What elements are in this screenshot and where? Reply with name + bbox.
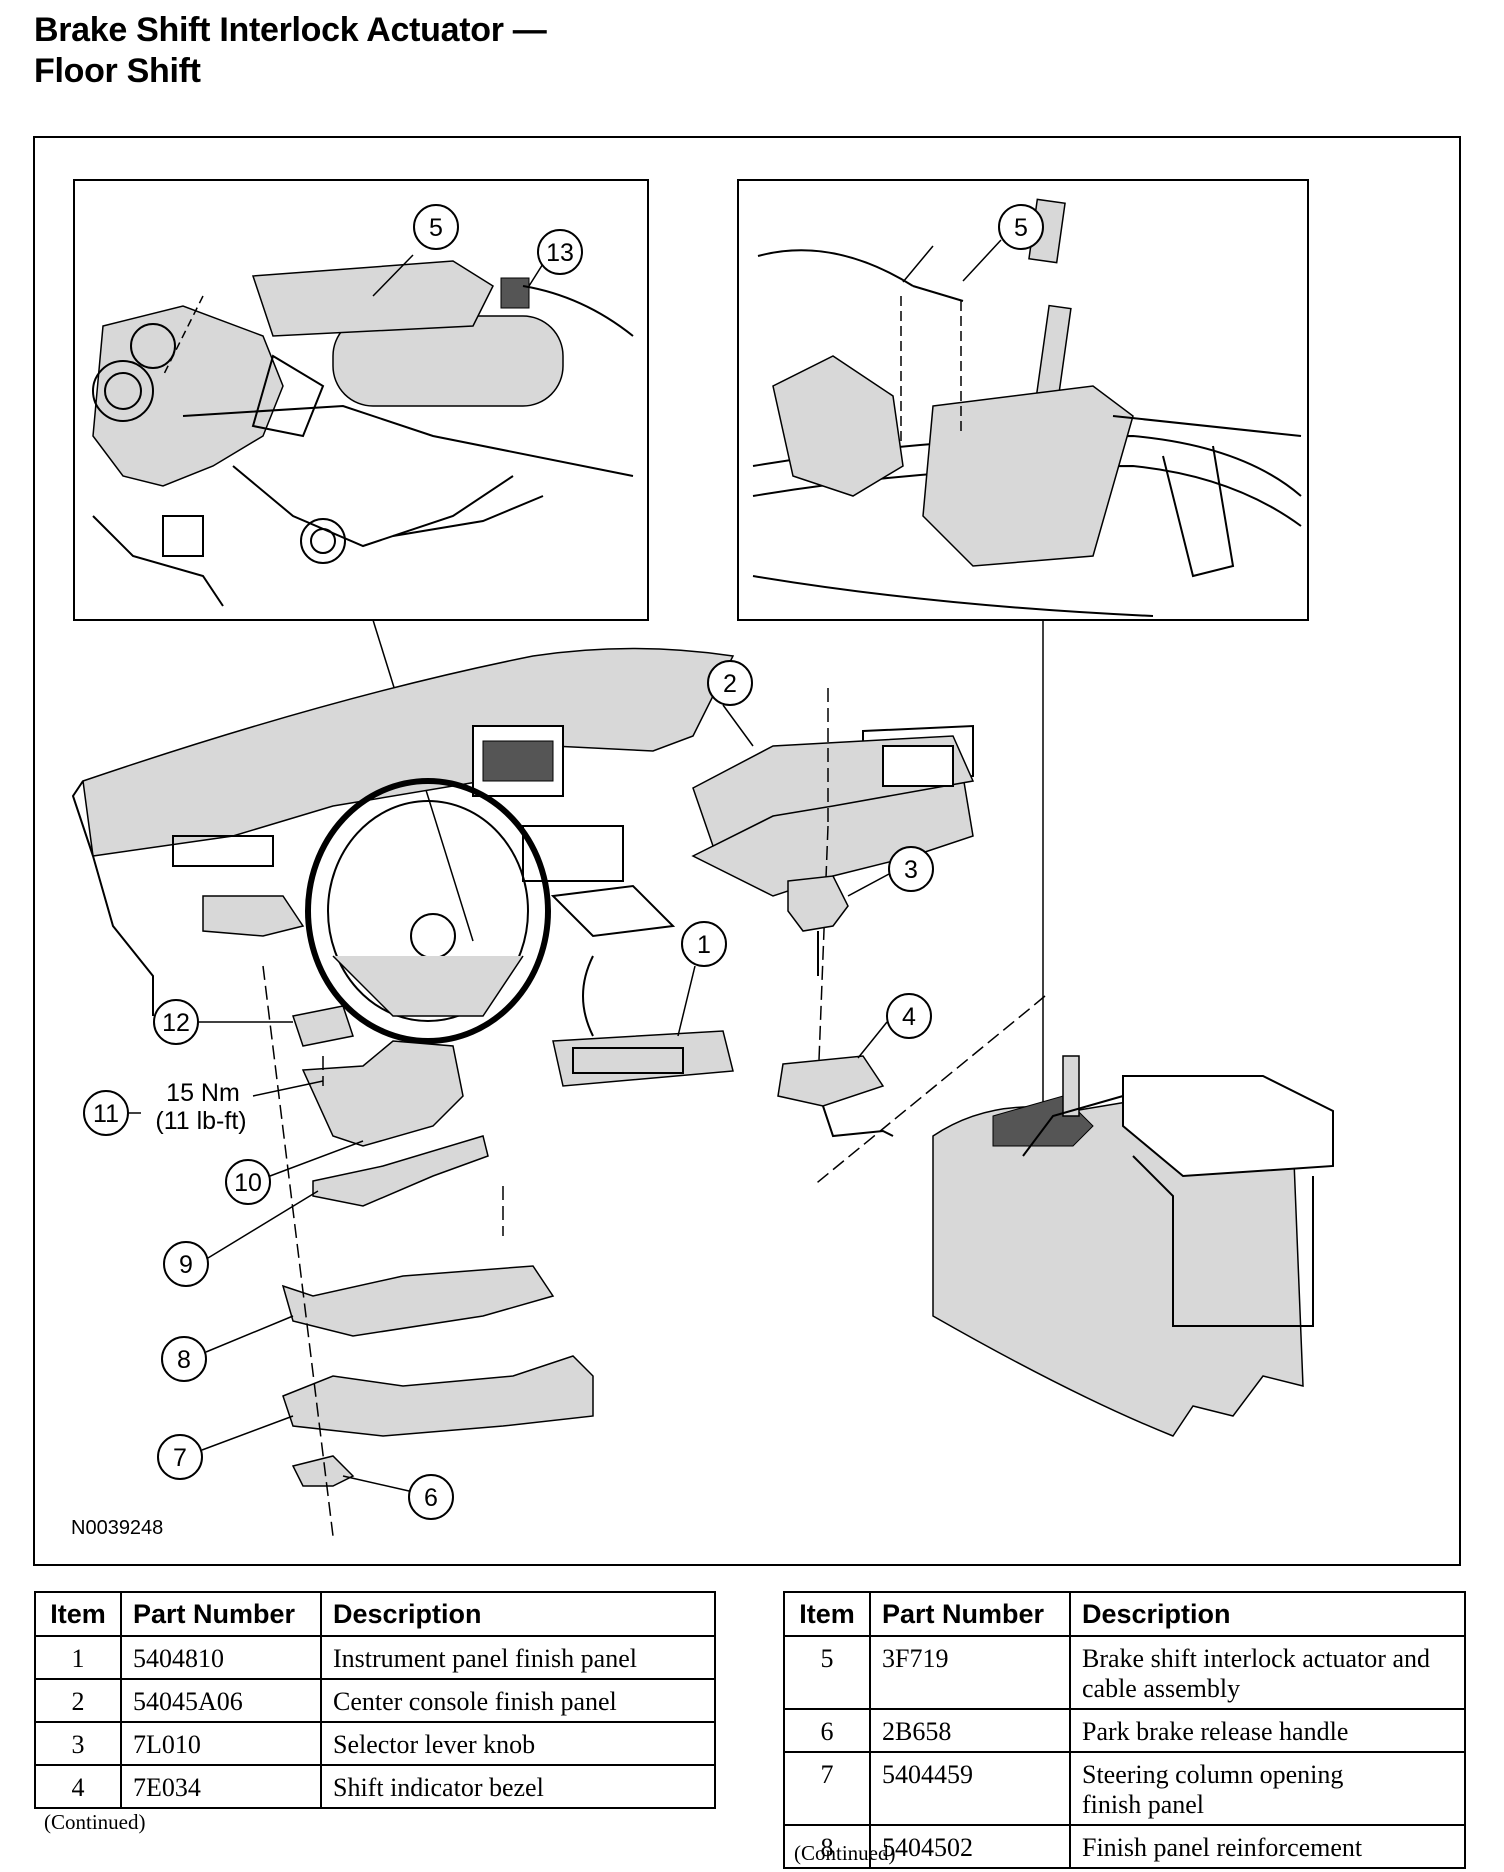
torque-spec-nm: 15 Nm: [166, 1079, 240, 1107]
detail-inset-floor-shifter: [737, 179, 1309, 621]
callouts: 5 13 5 2 3 1 4 12 11 15 Nm (11 lb-ft) 10…: [83, 204, 1044, 1520]
part-number: 7L010: [120, 1721, 322, 1766]
table-header-row: Item Part Number Description: [783, 1591, 1466, 1637]
svg-text:10: 10: [234, 1169, 262, 1197]
svg-text:12: 12: [162, 1009, 190, 1037]
item-number: 2: [34, 1678, 122, 1723]
table-row: 6 2B658 Park brake release handle: [783, 1708, 1466, 1753]
dashboard-illustration: [71, 647, 974, 1044]
svg-text:13: 13: [546, 239, 574, 267]
callout-3: 3: [888, 846, 934, 892]
svg-text:2: 2: [723, 670, 737, 698]
table-row: 1 5404810 Instrument panel finish panel: [34, 1635, 716, 1680]
page-title: Brake Shift Interlock Actuator — Floor S…: [34, 10, 547, 92]
part-number: 2B658: [869, 1708, 1071, 1753]
column-header-part-number: Part Number: [869, 1591, 1071, 1637]
column-header-description: Description: [320, 1591, 716, 1637]
callout-11: 11: [83, 1090, 129, 1136]
item-number: 4: [34, 1764, 122, 1809]
callout-12: 12: [153, 999, 199, 1045]
part-center-console-finish-panel: [692, 735, 975, 848]
title-line-1: Brake Shift Interlock Actuator —: [34, 11, 547, 49]
item-number: 3: [34, 1721, 122, 1766]
table-header-row: Item Part Number Description: [34, 1591, 716, 1637]
callout-1: 1: [681, 921, 727, 967]
detail-inset-steering-column: [73, 179, 649, 621]
svg-text:11: 11: [93, 1100, 119, 1128]
figure-frame: [33, 136, 1461, 1566]
svg-text:5: 5: [429, 214, 443, 242]
item-number: 7: [783, 1751, 871, 1826]
svg-text:6: 6: [424, 1484, 438, 1512]
part-number: 54045A06: [120, 1678, 322, 1723]
part-number: 5404459: [869, 1751, 1071, 1826]
part-number: 7E034: [120, 1764, 322, 1809]
column-header-part-number: Part Number: [120, 1591, 322, 1637]
part-number: 5404502: [869, 1824, 1071, 1869]
item-number: 6: [783, 1708, 871, 1753]
callout-5-left: 5: [413, 204, 459, 250]
parts-table-left: Item Part Number Description 1 5404810 I…: [34, 1591, 716, 1809]
callout-5-right: 5: [998, 204, 1044, 250]
callout-6: 6: [408, 1474, 454, 1520]
description: Selector lever knob: [320, 1721, 716, 1766]
table-row: 7 5404459 Steering column opening finish…: [783, 1751, 1466, 1826]
svg-text:5: 5: [1014, 214, 1028, 242]
callout-10: 10: [225, 1159, 271, 1205]
description: Center console finish panel: [320, 1678, 716, 1723]
part-lower-trim-assembly: [281, 1005, 594, 1487]
column-header-description: Description: [1069, 1591, 1466, 1637]
item-number: 5: [783, 1635, 871, 1710]
table-row: 8 5404502 Finish panel reinforcement: [783, 1824, 1466, 1869]
table-row: 3 7L010 Selector lever knob: [34, 1721, 716, 1766]
description: Park brake release handle: [1069, 1708, 1466, 1753]
part-instrument-panel-finish-panel: [552, 955, 734, 1087]
description: Brake shift interlock actuator and cable…: [1069, 1635, 1466, 1710]
description: Finish panel reinforcement: [1069, 1824, 1466, 1869]
part-selector-lever-knob: [787, 875, 849, 976]
item-number: 1: [34, 1635, 122, 1680]
description: Steering column opening finish panel: [1069, 1751, 1466, 1826]
torque-spec-lbft: (11 lb-ft): [155, 1107, 246, 1135]
table-row: 4 7E034 Shift indicator bezel: [34, 1764, 716, 1809]
svg-text:7: 7: [173, 1444, 187, 1472]
table-row: 2 54045A06 Center console finish panel: [34, 1678, 716, 1723]
part-number: 3F719: [869, 1635, 1071, 1710]
column-header-item: Item: [783, 1591, 871, 1637]
svg-text:4: 4: [902, 1003, 916, 1031]
parts-table-right: Item Part Number Description 5 3F719 Bra…: [783, 1591, 1466, 1869]
exploded-view-figure: 5 13 5 2 3 1 4 12 11 15 Nm (11 lb-ft) 10…: [33, 136, 1461, 1566]
continued-note-left: (Continued): [44, 1810, 146, 1834]
callout-9: 9: [163, 1241, 209, 1287]
floor-console-illustration: [932, 1055, 1334, 1437]
svg-text:1: 1: [697, 931, 711, 959]
part-number: 5404810: [120, 1635, 322, 1680]
figure-id-label: N0039248: [71, 1517, 163, 1539]
title-line-2: Floor Shift: [34, 52, 201, 90]
column-header-item: Item: [34, 1591, 122, 1637]
callout-2: 2: [707, 660, 753, 706]
svg-text:9: 9: [179, 1251, 193, 1279]
continued-note-right: (Continued): [794, 1841, 896, 1865]
description: Instrument panel finish panel: [320, 1635, 716, 1680]
svg-text:8: 8: [177, 1346, 191, 1374]
svg-text:3: 3: [904, 856, 918, 884]
callout-4: 4: [886, 993, 932, 1039]
item-number: 8: [783, 1824, 871, 1869]
description: Shift indicator bezel: [320, 1764, 716, 1809]
callout-8: 8: [161, 1336, 207, 1382]
part-shift-indicator-bezel: [777, 1055, 894, 1138]
callout-13: 13: [537, 229, 583, 275]
table-row: 5 3F719 Brake shift interlock actuator a…: [783, 1635, 1466, 1710]
callout-7: 7: [157, 1434, 203, 1480]
